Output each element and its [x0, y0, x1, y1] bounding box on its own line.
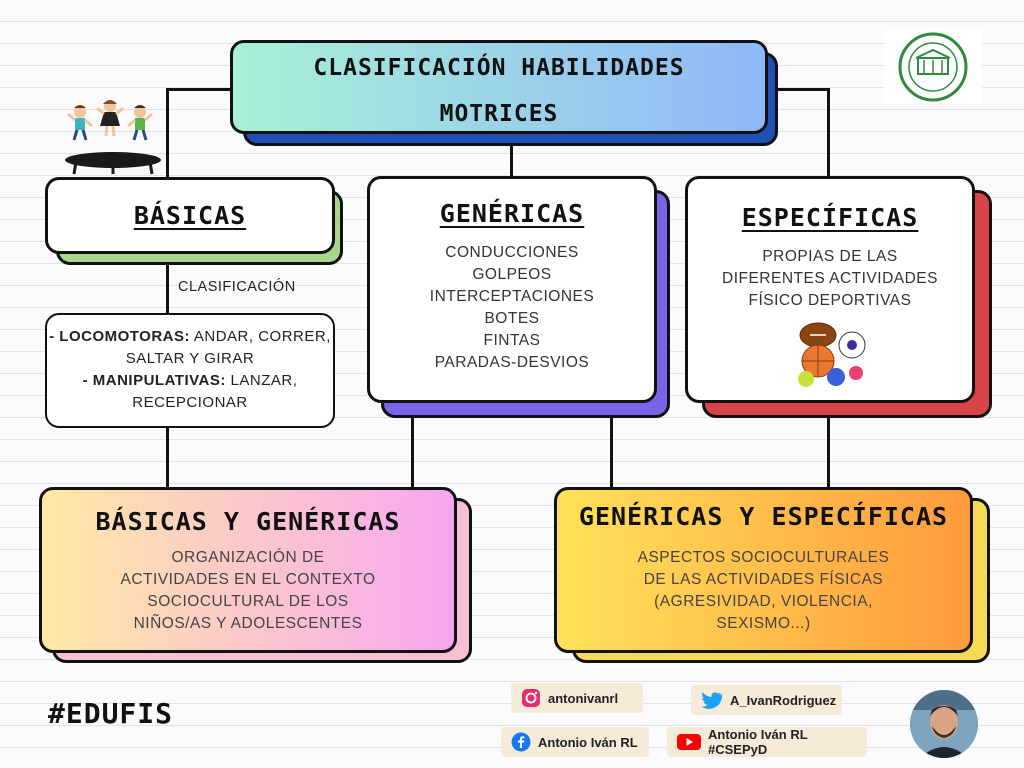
school-logo [884, 30, 982, 104]
bg-line: NIÑOS/AS Y ADOLESCENTES [133, 615, 363, 632]
ge-line: DE LAS ACTIVIDADES FÍSICAS [643, 571, 884, 588]
bg-line: ORGANIZACIÓN DE [171, 549, 325, 566]
especificas-line: PROPIAS DE LAS [762, 248, 898, 265]
ge-line: SEXISMO...) [716, 615, 811, 632]
hashtag: #EDUFIS [48, 697, 174, 730]
basicas-detail-box: - LOCOMOTORAS: ANDAR, CORRER, SALTAR Y G… [45, 313, 335, 428]
connector-line [827, 88, 830, 180]
person-portrait-icon [910, 690, 978, 758]
page-title: CLASIFICACIÓN HABILIDADES MOTRICES [233, 43, 765, 129]
youtube-chip[interactable]: Antonio Iván RL #CSEPyD [667, 727, 867, 757]
facebook-chip[interactable]: Antonio Iván RL [501, 727, 649, 757]
especificas-box: ESPECÍFICAS PROPIAS DE LAS DIFERENTES AC… [685, 176, 975, 403]
title-line-2: MOTRICES [439, 101, 559, 127]
especificas-title: ESPECÍFICAS [741, 203, 919, 232]
genericas-especificas-title: GENÉRICAS Y ESPECÍFICAS [578, 502, 949, 531]
instagram-handle: antonivanrl [548, 690, 619, 706]
basicas-sub-label: CLASIFICACIÓN [178, 279, 296, 295]
especificas-line: FÍSICO DEPORTIVAS [748, 292, 912, 309]
header-box: CLASIFICACIÓN HABILIDADES MOTRICES [230, 40, 768, 134]
youtube-channel: Antonio Iván RL #CSEPyD [708, 727, 808, 757]
basicas-genericas-title: BÁSICAS Y GENÉRICAS [95, 507, 401, 536]
list-item: FINTAS [483, 332, 541, 349]
ge-line: (AGRESIVIDAD, VIOLENCIA, [654, 593, 873, 610]
manipulativas-text: LANZAR, RECEPCIONAR [132, 372, 298, 411]
list-item: INTERCEPTACIONES [429, 288, 595, 305]
kid-figure [96, 100, 124, 137]
connector-line [766, 88, 830, 91]
list-item: GOLPEOS [472, 266, 552, 283]
youtube-icon [677, 734, 701, 750]
trampoline-kids-illustration [60, 98, 166, 176]
genericas-especificas-box: GENÉRICAS Y ESPECÍFICAS ASPECTOS SOCIOCU… [554, 487, 973, 653]
twitter-chip[interactable]: A_IvanRodriguez [691, 685, 842, 715]
sports-balls-icon [798, 322, 866, 387]
list-item: PARADAS-DESVIOS [434, 354, 590, 371]
trampoline-icon [65, 152, 161, 168]
facebook-name: Antonio Iván RL [538, 734, 638, 750]
genericas-box: GENÉRICAS CONDUCCIONES GOLPEOS INTERCEPT… [367, 176, 657, 403]
genericas-list: CONDUCCIONES GOLPEOS INTERCEPTACIONES BO… [370, 242, 654, 374]
basicas-genericas-box: BÁSICAS Y GENÉRICAS ORGANIZACIÓN DE ACTI… [39, 487, 457, 653]
connector-line [610, 405, 613, 490]
list-item: CONDUCCIONES [445, 244, 579, 261]
kid-figure [127, 105, 153, 141]
especificas-line: DIFERENTES ACTIVIDADES [722, 270, 938, 287]
connector-line [411, 405, 414, 490]
list-item: BOTES [484, 310, 540, 327]
basicas-box: BÁSICAS [45, 177, 335, 254]
twitter-handle: A_IvanRodriguez [730, 692, 837, 708]
twitter-icon [701, 692, 723, 709]
basicas-title: BÁSICAS [133, 201, 247, 230]
connector-line [166, 88, 169, 180]
seal-icon [898, 32, 968, 102]
locomotoras-text: ANDAR, CORRER, SALTAR Y GIRAR [125, 328, 331, 367]
connector-line [166, 88, 234, 91]
connector-line [827, 405, 830, 490]
title-line-1: CLASIFICACIÓN HABILIDADES [313, 55, 685, 81]
facebook-icon [511, 732, 531, 752]
genericas-title: GENÉRICAS [439, 199, 585, 228]
connector-line [510, 132, 513, 180]
instagram-chip[interactable]: antonivanrl [511, 683, 643, 713]
locomotoras-label: - LOCOMOTORAS: [49, 328, 191, 345]
bg-line: ACTIVIDADES EN EL CONTEXTO [120, 571, 376, 588]
kid-figure [67, 105, 93, 141]
ge-line: ASPECTOS SOCIOCULTURALES [637, 549, 890, 566]
instagram-icon [522, 689, 540, 707]
manipulativas-label: - MANIPULATIVAS: [82, 372, 226, 389]
avatar [910, 690, 978, 758]
bg-line: SOCIOCULTURAL DE LOS [147, 593, 349, 610]
